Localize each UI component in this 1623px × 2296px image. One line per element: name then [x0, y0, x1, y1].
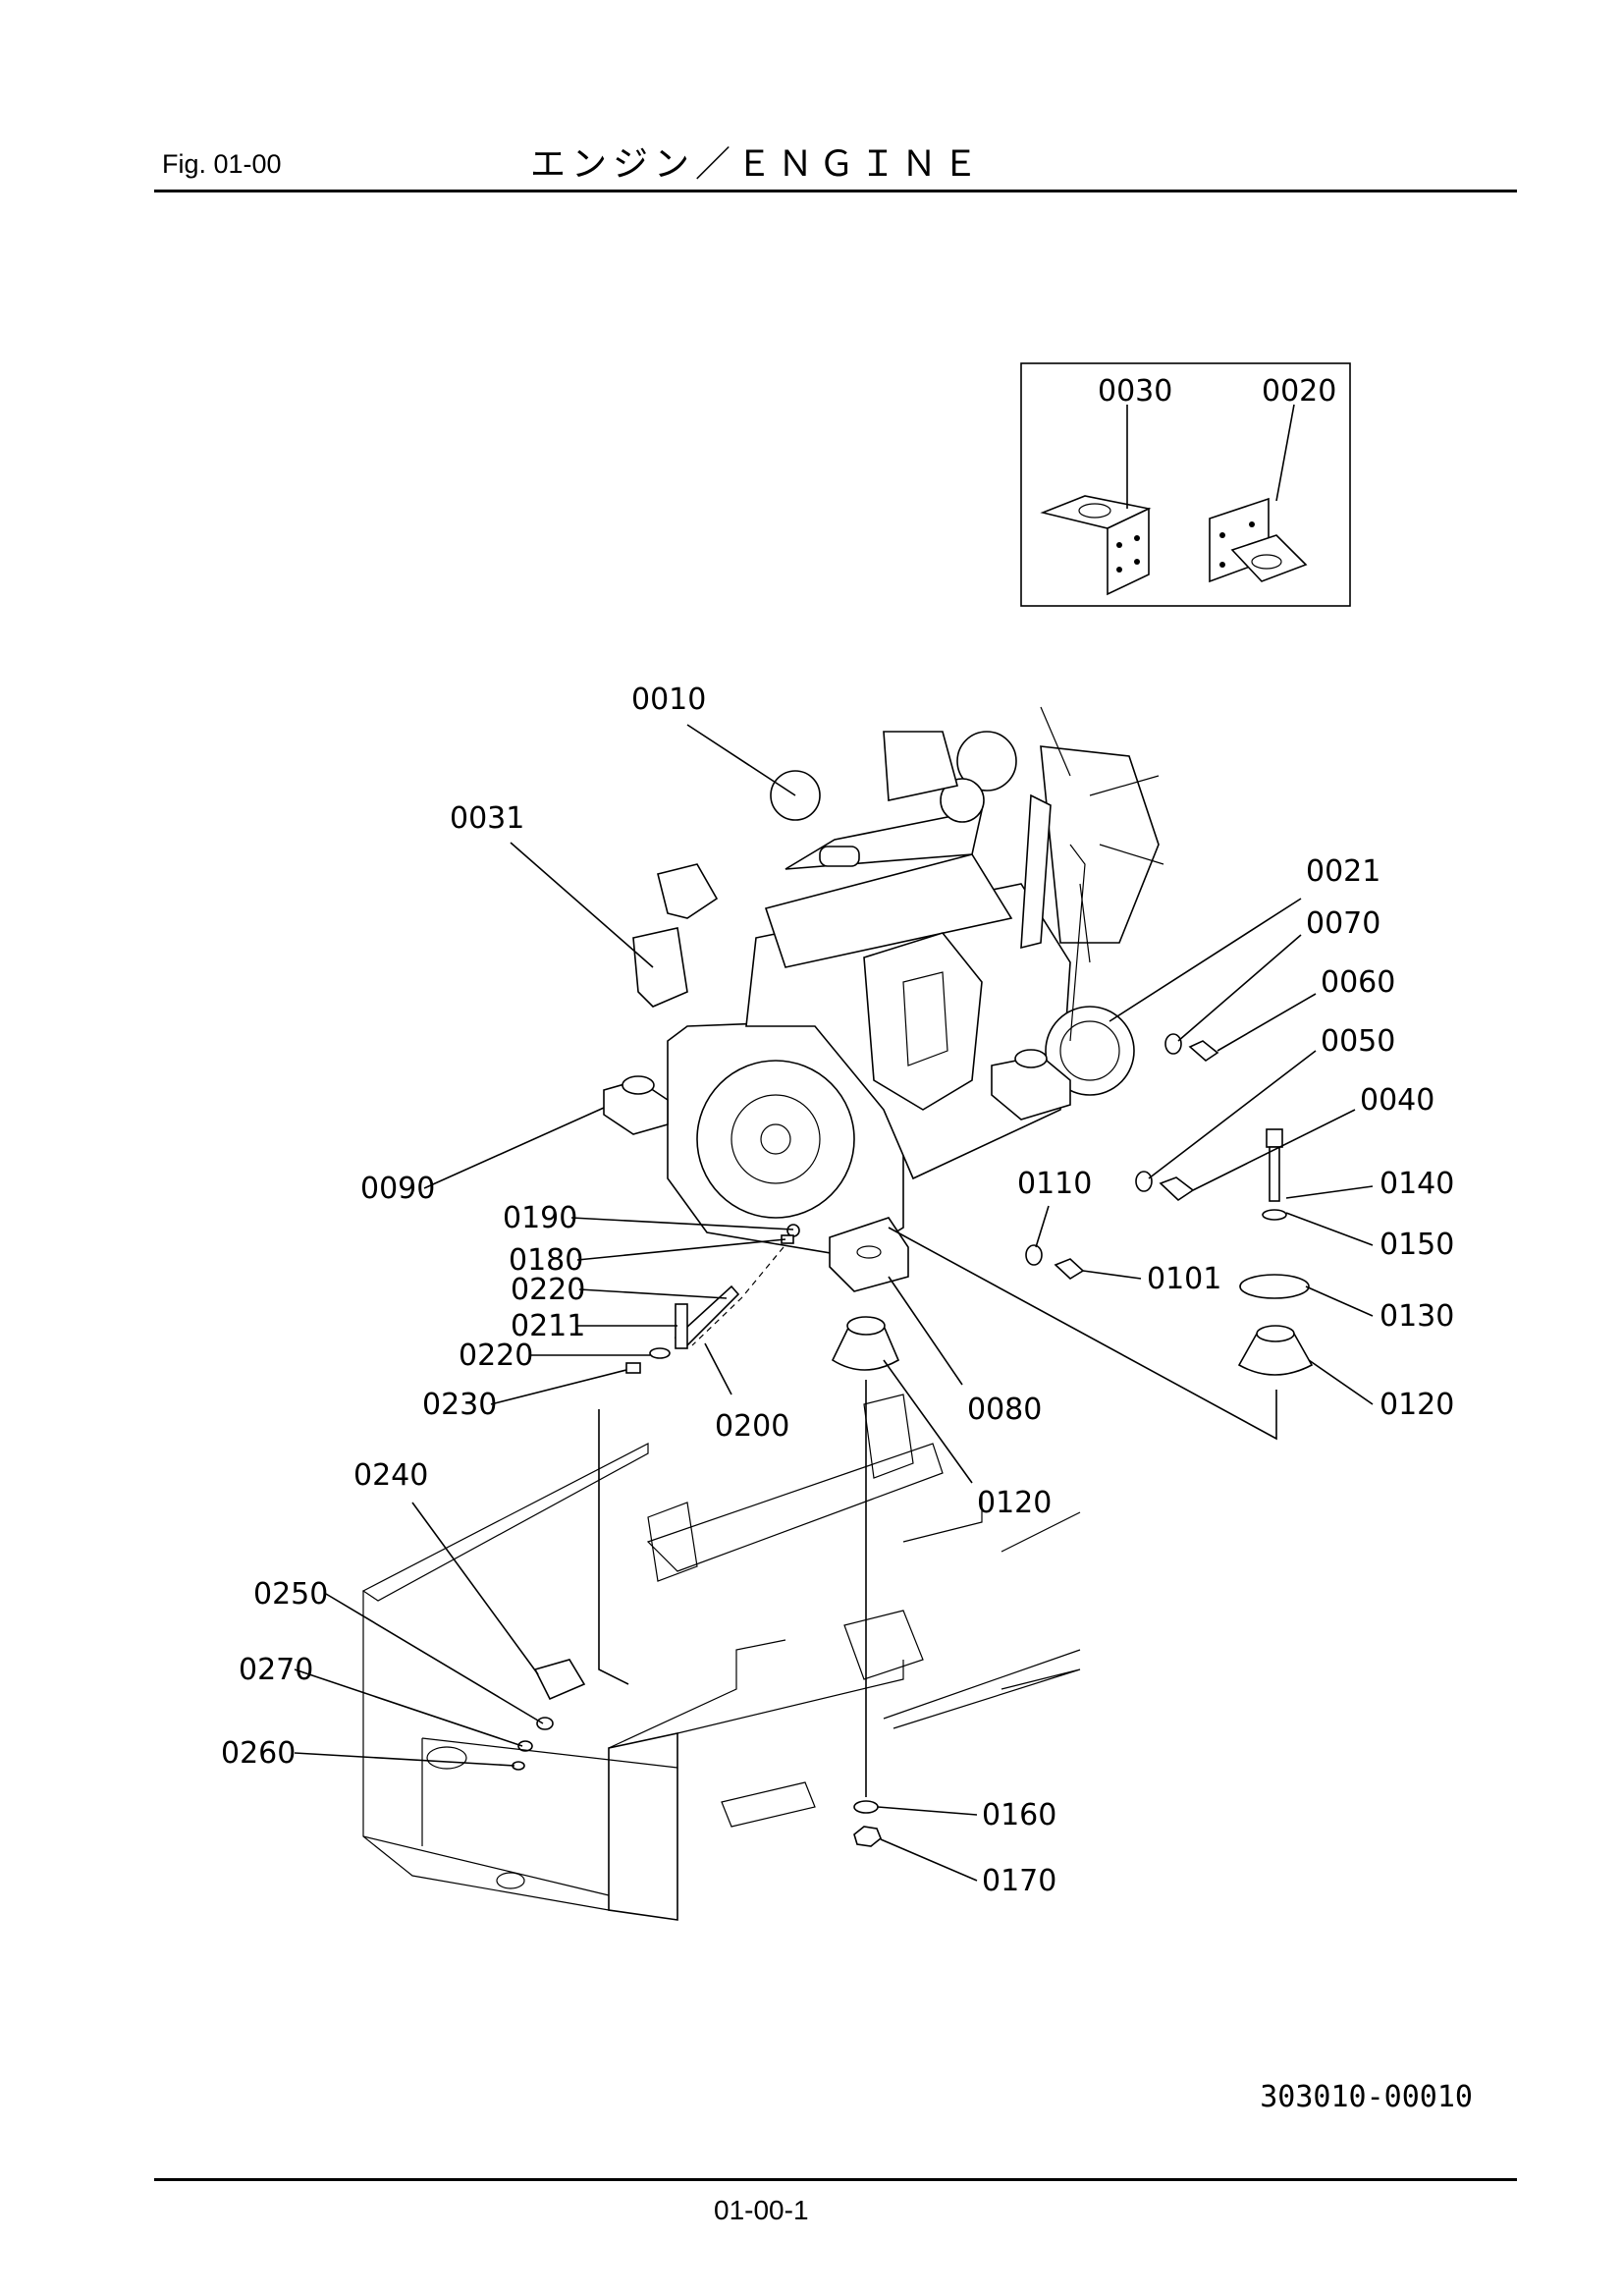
part-labels: 0030 0020 0010 0031 0021 0070 0060 0050 … [221, 374, 1454, 1898]
part-label: 0080 [967, 1393, 1042, 1427]
part-label: 0150 [1380, 1228, 1454, 1262]
part-label: 0010 [631, 683, 706, 717]
machine-frame [361, 1394, 1081, 1921]
part-label: 0200 [715, 1409, 789, 1444]
page-title: エンジン／ＥＮＧＩＮＥ [530, 144, 985, 185]
part-label: 0021 [1306, 854, 1380, 889]
part-label: 0070 [1306, 906, 1380, 941]
part-label: 0030 [1098, 374, 1172, 409]
drawing-code: 303010-00010 [1260, 2080, 1473, 2114]
page-number: 01-00-1 [714, 2195, 809, 2225]
part-label: 0050 [1321, 1024, 1395, 1059]
footer-rule [154, 2178, 1517, 2181]
part-label: 0110 [1017, 1167, 1092, 1201]
part-label: 0140 [1380, 1167, 1454, 1201]
part-label: 0031 [450, 801, 524, 836]
part-label: 0090 [360, 1172, 435, 1206]
engine-assembly [603, 706, 1164, 1292]
part-label: 0170 [982, 1864, 1056, 1898]
hardware [512, 1033, 1314, 1847]
bracket-inset [1020, 362, 1351, 607]
part-label: 0120 [977, 1486, 1052, 1520]
part-label: 0270 [239, 1653, 313, 1687]
part-label: 0040 [1360, 1083, 1434, 1118]
part-label: 0190 [503, 1201, 577, 1235]
leader-lines [294, 724, 1374, 1882]
part-label: 0180 [509, 1243, 583, 1278]
header-rule [154, 190, 1517, 192]
part-label: 0240 [353, 1458, 428, 1493]
part-label: 0211 [511, 1309, 585, 1343]
figure-label: Fig. 01-00 [162, 149, 282, 179]
part-label: 0230 [422, 1388, 497, 1422]
part-label: 0250 [253, 1577, 328, 1612]
part-label: 0220 [511, 1273, 585, 1307]
part-label: 0220 [459, 1339, 533, 1373]
part-label: 0130 [1380, 1299, 1454, 1334]
part-label: 0060 [1321, 965, 1395, 1000]
part-label: 0020 [1262, 374, 1336, 409]
part-label: 0260 [221, 1736, 296, 1771]
part-label: 0160 [982, 1798, 1056, 1832]
part-label: 0120 [1380, 1388, 1454, 1422]
part-label: 0101 [1147, 1262, 1221, 1296]
